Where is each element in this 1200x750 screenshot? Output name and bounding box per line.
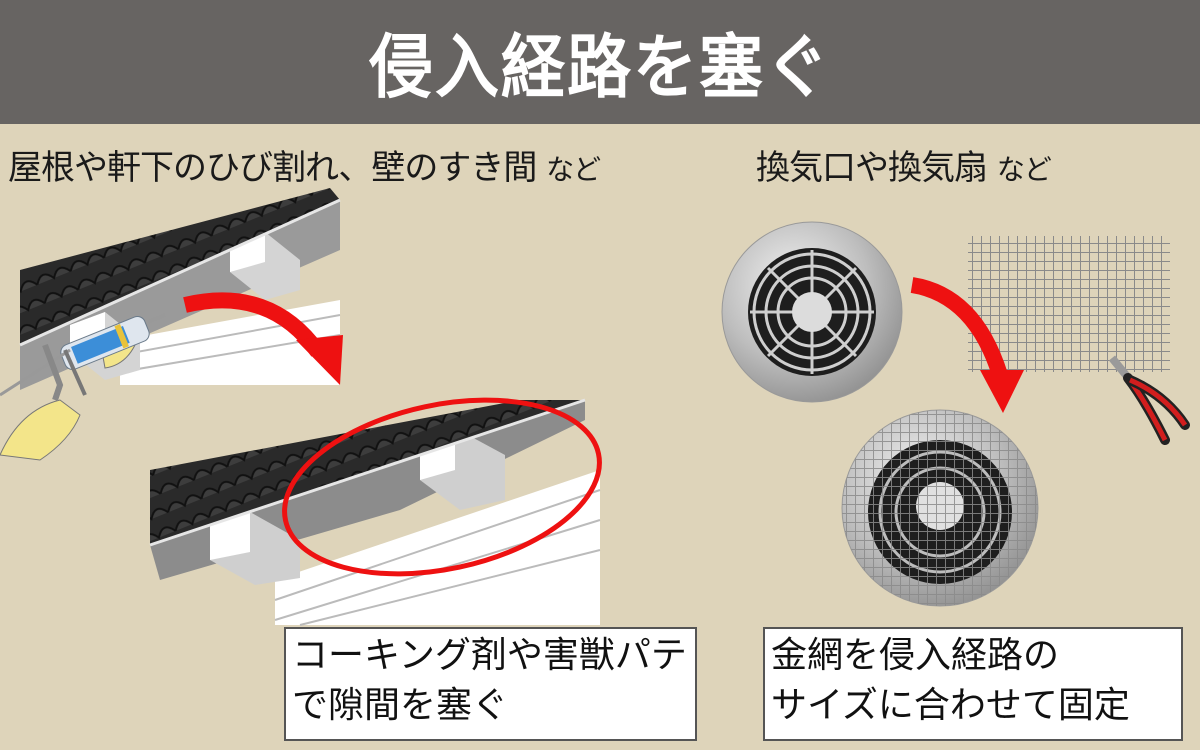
pliers-icon	[1108, 355, 1190, 445]
right-caption-box: 金網を侵入経路の サイズに合わせて固定	[763, 627, 1183, 741]
eave-after-illustration	[149, 397, 602, 626]
vent-with-mesh-icon	[841, 409, 1039, 607]
left-caption-box: コーキング剤や害獣パテ で隙間を塞ぐ	[284, 627, 697, 741]
right-heading-suffix: など	[996, 153, 1052, 186]
right-caption-line2: サイズに合わせて固定	[771, 685, 1130, 726]
right-heading-text: 換気口や換気扇	[756, 148, 988, 188]
title-banner: 侵入経路を塞ぐ	[0, 0, 1200, 124]
wire-mesh-icon	[968, 236, 1170, 372]
left-caption-line2: で隙間を塞ぐ	[292, 685, 509, 726]
vent-fan-icon	[721, 221, 903, 403]
highlight-circle	[282, 397, 602, 577]
red-arrow-icon	[183, 292, 343, 385]
left-section-heading: 屋根や軒下のひび割れ、壁のすき間 など	[8, 140, 601, 189]
red-arrow-icon	[910, 277, 1024, 413]
caulking-gun-icon	[0, 313, 166, 461]
right-section-heading: 換気口や換気扇 など	[756, 140, 1052, 189]
left-caption-line1: コーキング剤や害獣パテ	[292, 635, 687, 676]
left-heading-text: 屋根や軒下のひび割れ、壁のすき間	[8, 148, 537, 188]
page-title: 侵入経路を塞ぐ	[369, 28, 831, 109]
right-caption-line1: 金網を侵入経路の	[771, 635, 1060, 676]
eave-before-illustration	[19, 188, 341, 390]
left-heading-suffix: など	[546, 153, 601, 186]
